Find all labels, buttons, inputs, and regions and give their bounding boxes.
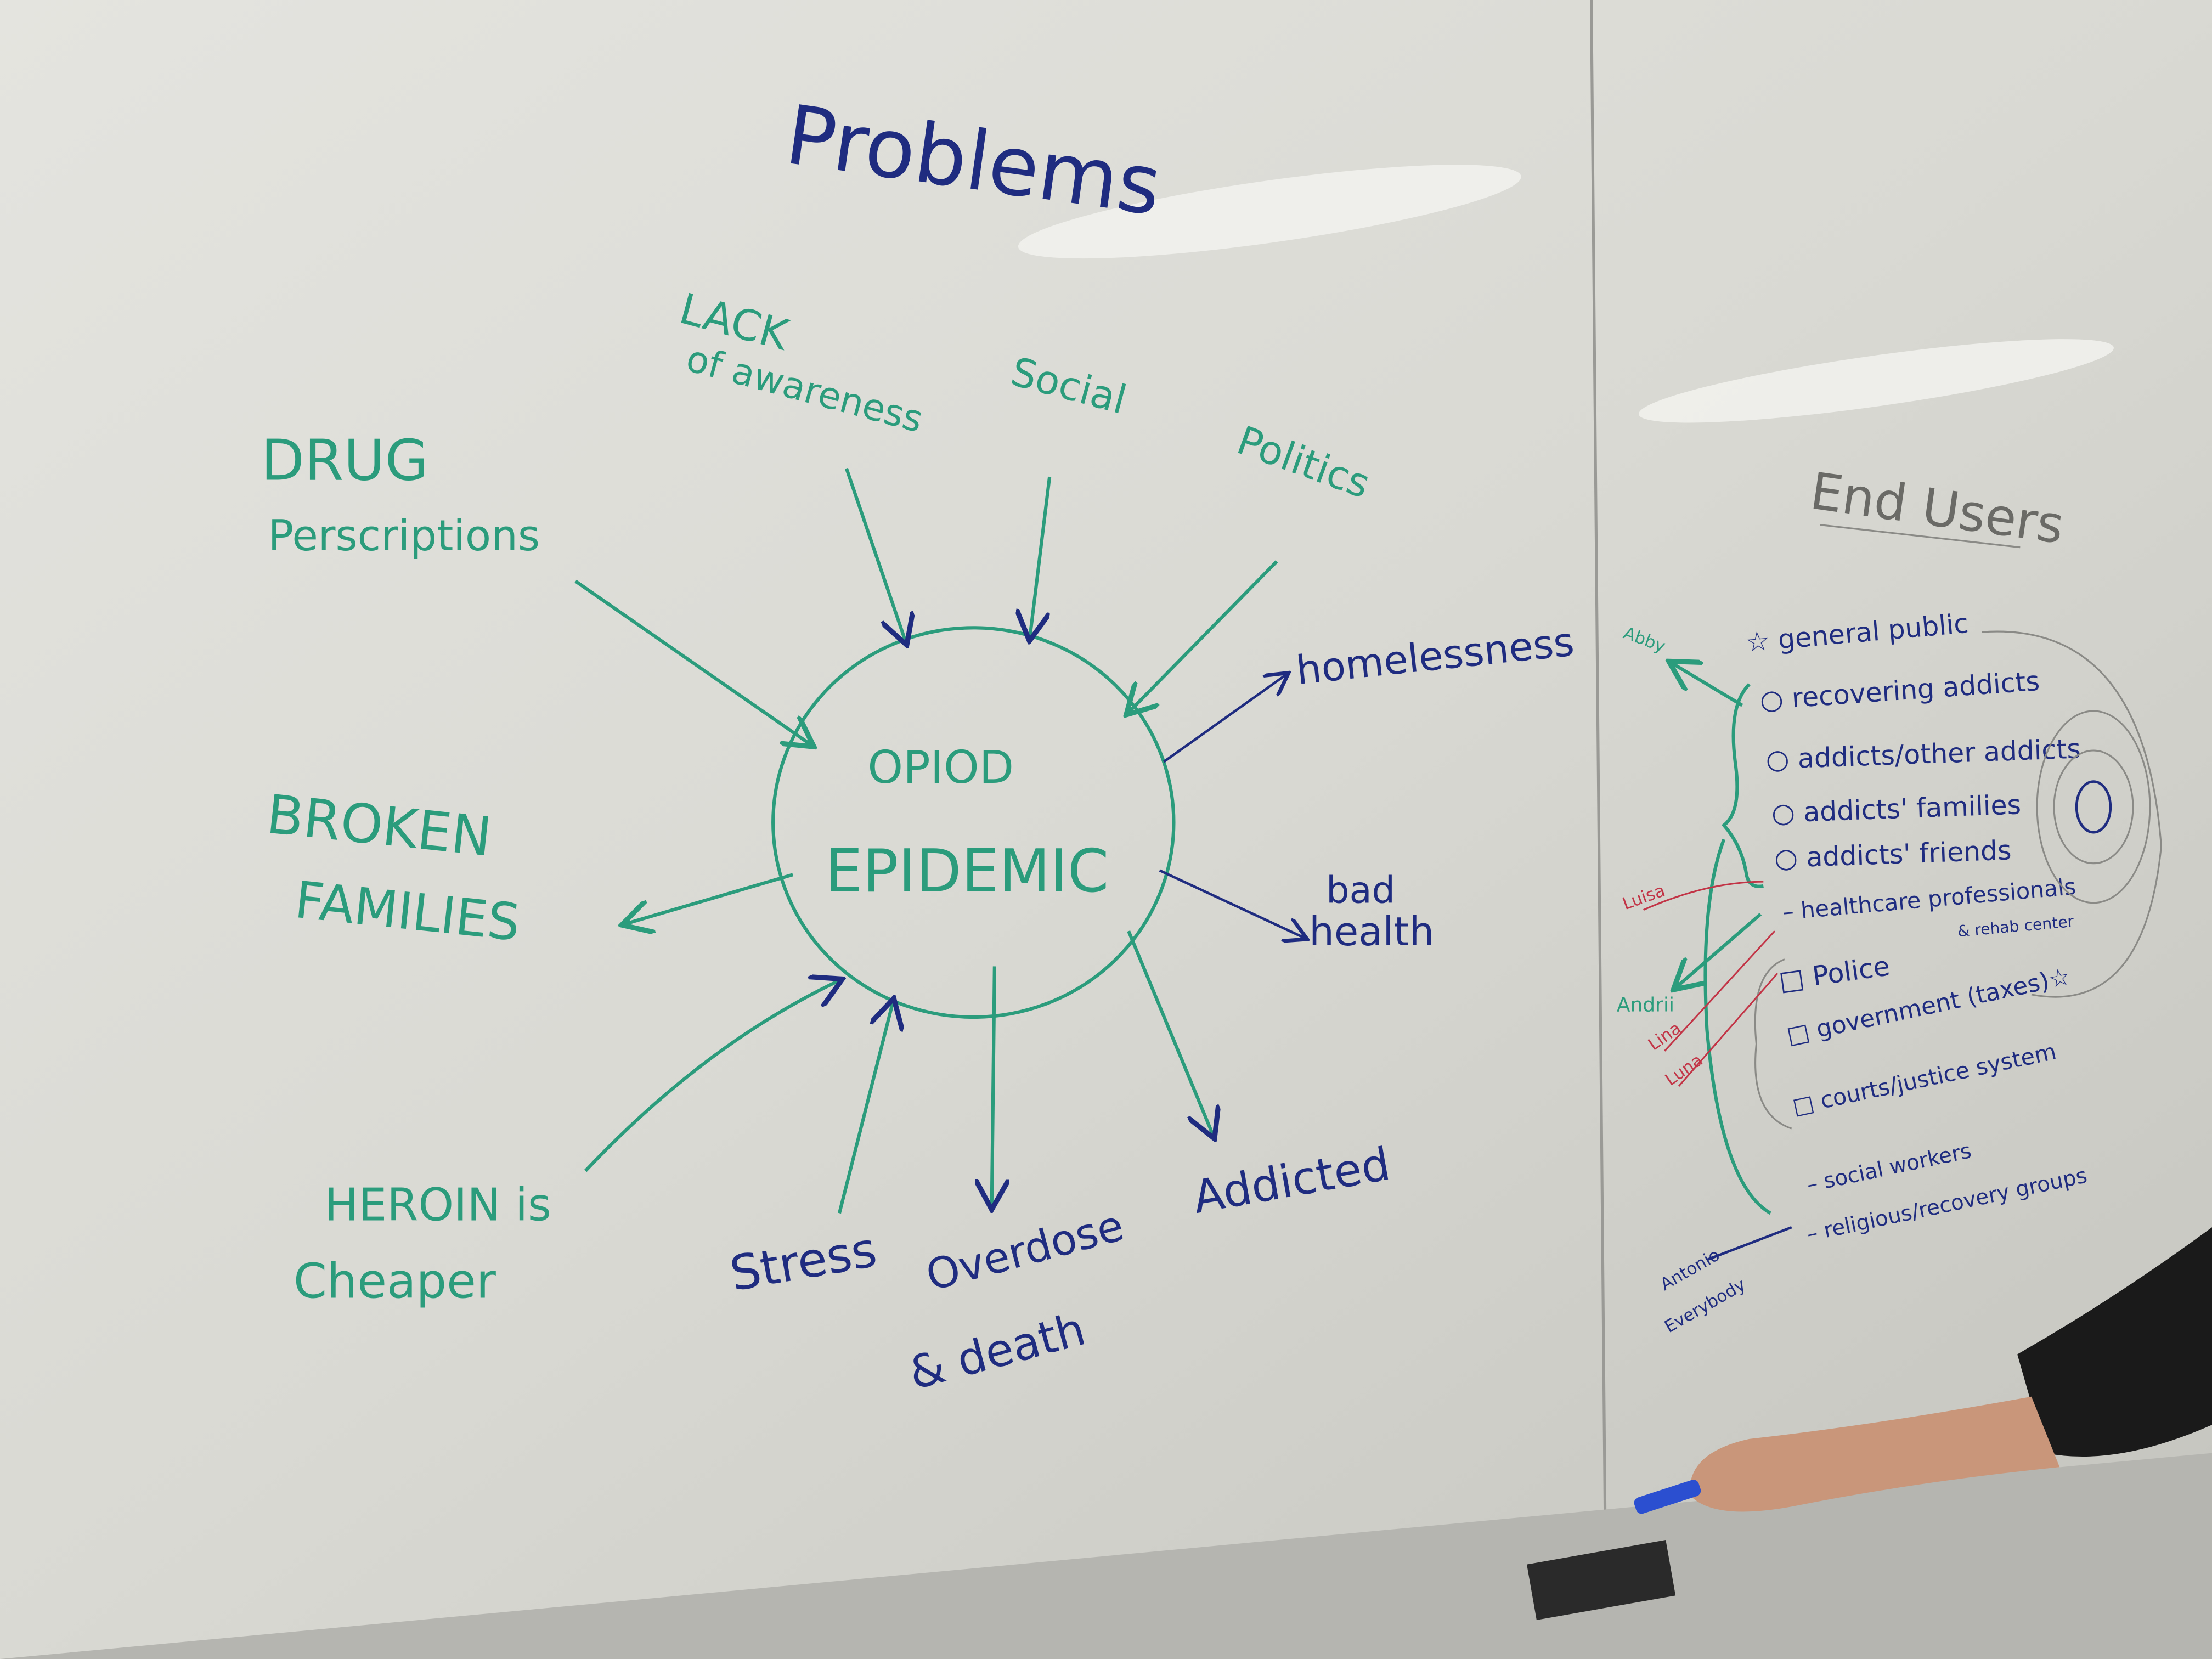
target-diagram bbox=[1982, 630, 2162, 998]
glare bbox=[1639, 339, 2114, 423]
cause-drug-2: Perscriptions bbox=[268, 511, 540, 561]
assignee-andrii: Andrii bbox=[1617, 994, 1674, 1017]
arrow-lack bbox=[844, 467, 906, 642]
arrow-health bbox=[1159, 869, 1305, 938]
arrow-stress bbox=[838, 1002, 893, 1214]
glare bbox=[1018, 165, 1521, 259]
bracket-gray bbox=[1754, 958, 1792, 1130]
arrow-overdose bbox=[992, 966, 995, 1206]
presenter-arm bbox=[1634, 1227, 2212, 1514]
list-item: ○ addicts' friends bbox=[1774, 834, 2012, 874]
arrow-politics bbox=[1128, 560, 1278, 712]
arrow-addicted bbox=[1127, 930, 1213, 1136]
center-line1: OPIOD bbox=[867, 742, 1014, 794]
list-item: ○ addicts' families bbox=[1771, 789, 2022, 829]
cause-heroin-2: Cheaper bbox=[294, 1254, 496, 1310]
board-seam bbox=[1590, 0, 1607, 1552]
cause-heroin: HEROIN is bbox=[324, 1179, 551, 1231]
blue-marker bbox=[1634, 1480, 1701, 1514]
arrow-drug bbox=[574, 579, 811, 744]
arrow-heroin bbox=[584, 980, 839, 1172]
arrow-families bbox=[625, 873, 794, 924]
eraser bbox=[1527, 1540, 1676, 1620]
arrow-social bbox=[1030, 476, 1052, 637]
arrow-homelessness bbox=[1163, 674, 1286, 763]
effect-health: health bbox=[1309, 909, 1434, 955]
center-circle bbox=[771, 626, 1176, 1019]
title-underline bbox=[1819, 524, 2021, 549]
arrows bbox=[574, 467, 1305, 1214]
effect-bad: bad bbox=[1326, 869, 1395, 912]
cause-drug: DRUG bbox=[261, 428, 429, 493]
bracket-green bbox=[1721, 682, 1764, 888]
center-line2: EPIDEMIC bbox=[825, 837, 1109, 906]
